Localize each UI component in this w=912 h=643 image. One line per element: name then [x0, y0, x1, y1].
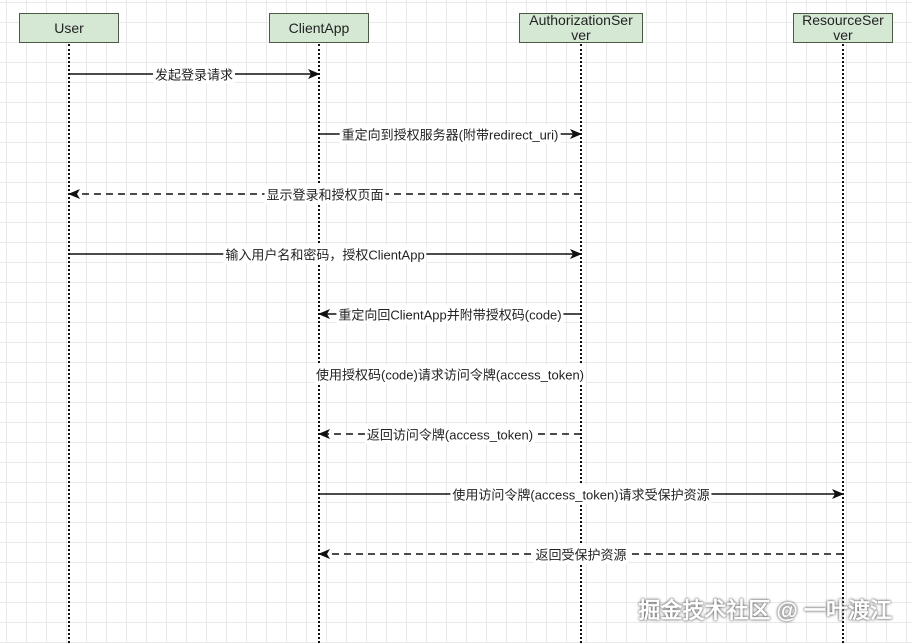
actor-clientapp: ClientApp	[269, 13, 369, 43]
message-label-8: 使用访问令牌(access_token)请求受保护资源	[450, 484, 712, 504]
message-label-1: 发起登录请求	[152, 64, 236, 84]
message-label-4: 输入用户名和密码，授权ClientApp	[223, 244, 427, 264]
message-label-7: 返回访问令牌(access_token)	[364, 424, 536, 444]
lifeline-clientapp	[318, 44, 320, 643]
actor-resource-server: ResourceServer	[793, 13, 893, 43]
message-label-3: 显示登录和授权页面	[264, 184, 386, 204]
message-label-9: 返回受保护资源	[533, 544, 629, 564]
message-label-2: 重定向到授权服务器(附带redirect_uri)	[339, 124, 561, 144]
lifeline-user	[68, 44, 70, 643]
actor-authorization-server: AuthorizationServer	[519, 13, 643, 43]
actor-user: User	[19, 13, 119, 43]
lifeline-resource-server	[842, 44, 844, 643]
message-label-5: 重定向回ClientApp并附带授权码(code)	[336, 304, 564, 324]
lifeline-authorization-server	[580, 44, 582, 643]
message-label-6: 使用授权码(code)请求访问令牌(access_token)	[314, 364, 586, 384]
watermark: 掘金技术社区 @ 一叶渡江	[638, 598, 892, 623]
